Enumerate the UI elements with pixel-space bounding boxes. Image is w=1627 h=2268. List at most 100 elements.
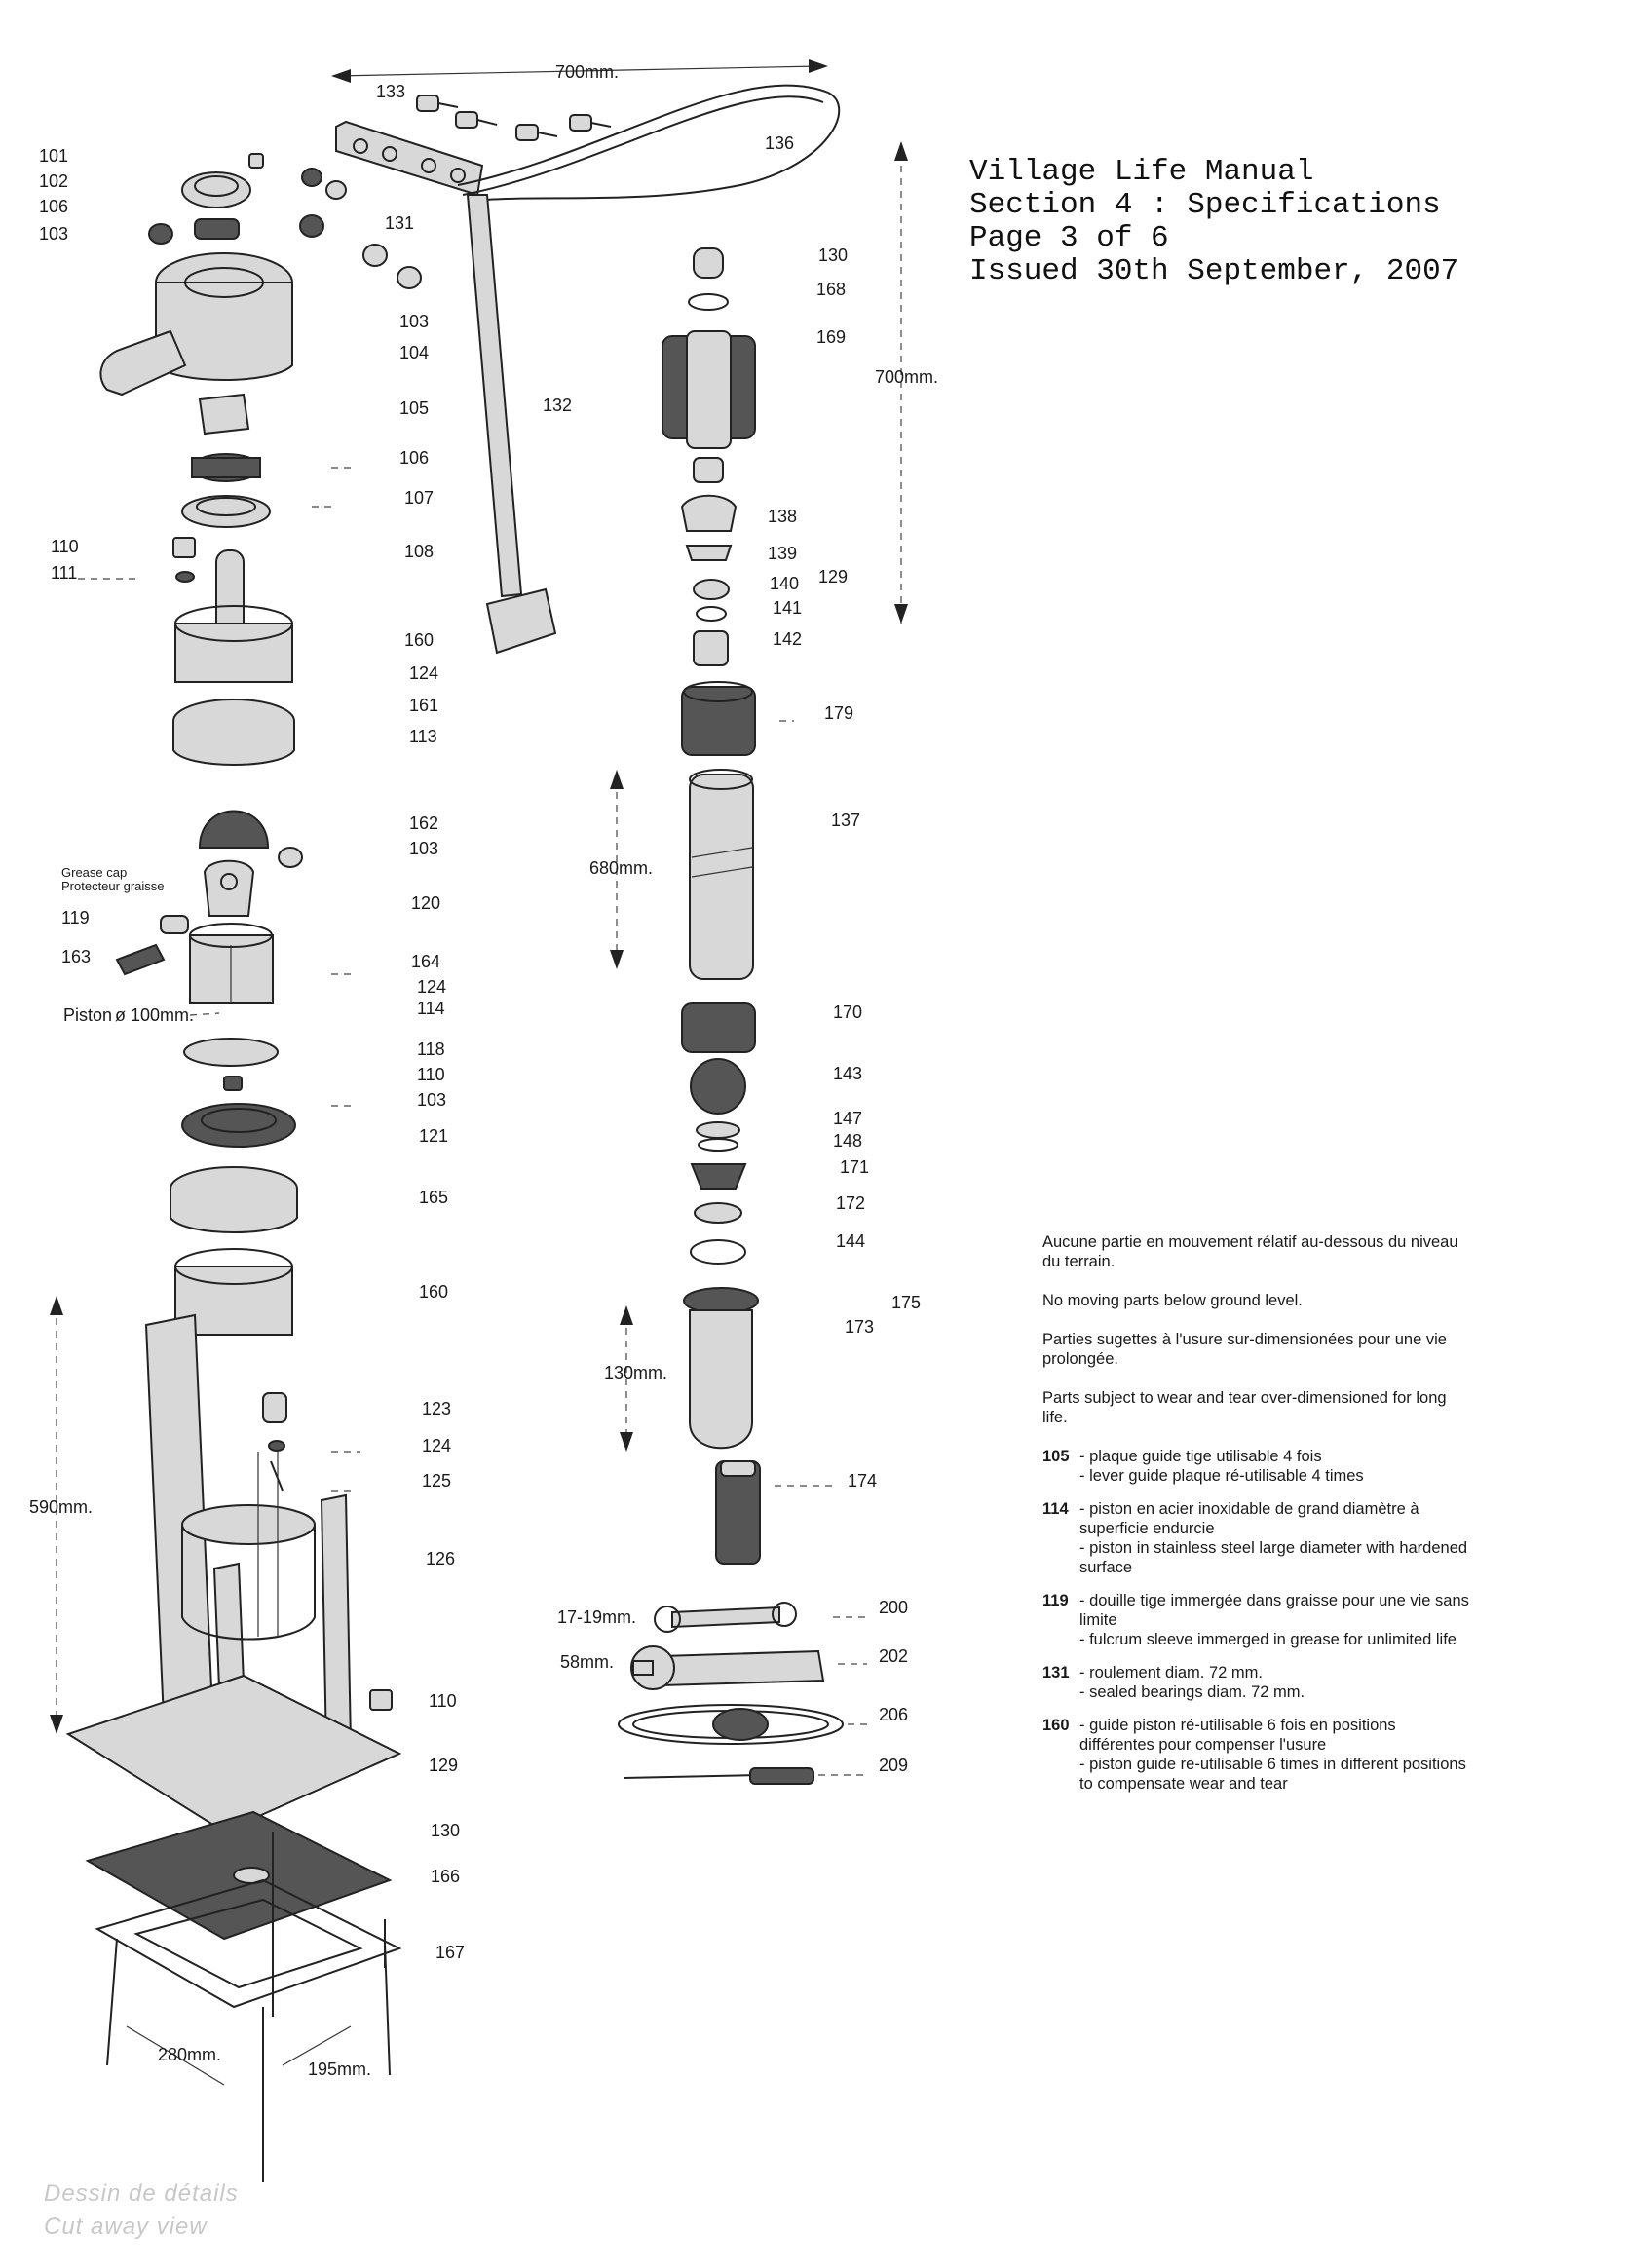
part-label: 170 [833,1002,862,1022]
spanner-small-icon [654,1602,797,1633]
part-label: 172 [836,1193,865,1213]
dim-base-depth: 195mm. [308,2060,371,2079]
caption-en: Cut away view [44,2213,208,2240]
pump-stand [65,1313,402,2182]
part-label: 120 [411,893,440,913]
note-item: 160 - guide piston ré-utilisable 6 fois … [1042,1716,1471,1794]
part-label: 119 [61,908,90,927]
note-item-en: - sealed bearings diam. 72 mm. [1079,1683,1305,1701]
part-label: 132 [543,396,572,415]
note-item-number: 160 [1042,1717,1070,1734]
dim-cylinder-length: 680mm. [589,858,653,878]
part-label: 137 [831,811,860,830]
part-label: 174 [848,1471,877,1491]
note-item-en: - piston guide re-utilisable 6 times in … [1079,1756,1466,1793]
part-label: 148 [833,1131,862,1151]
grease-cap-fr: Protecteur graisse [61,879,165,893]
part-label: 165 [419,1188,448,1207]
part-label: 123 [422,1399,451,1418]
part-label: 200 [879,1598,908,1617]
bearing-set-icon [299,168,422,289]
part-label: 166 [431,1867,460,1886]
note-item: 119 - douille tige immergée dans graisse… [1042,1591,1471,1649]
part-label: 139 [768,544,797,563]
part-label: 131 [385,213,414,233]
section-title: Section 4 : Specifications [969,188,1441,222]
part-label: 124 [417,977,446,997]
part-label: 107 [404,488,434,508]
part-label: 175 [891,1293,921,1312]
document-header: Village Life Manual Section 4 : Specific… [969,156,1515,288]
part-label: 168 [816,280,846,299]
part-label: 169 [816,327,846,347]
dim-riser-length: 700mm. [875,367,938,387]
part-label: 102 [39,171,68,191]
part-label: 129 [429,1756,458,1775]
part-label: 118 [417,1040,445,1059]
part-label: 113 [409,727,437,746]
part-label: 124 [409,663,438,683]
spanner-large-icon [630,1645,825,1690]
note-item-en: - fulcrum sleeve immerged in grease for … [1079,1631,1457,1648]
dim-base-width: 280mm. [158,2045,221,2064]
part-label: 167 [435,1943,465,1962]
drawing-caption: Dessin de détails Cut away view [44,2177,239,2244]
part-label: 136 [765,133,794,153]
rope-coil-icon [618,1704,844,1745]
part-labels: 101 102 106 103 133 136 131 103 104 105 … [39,82,921,1962]
part-label: 114 [417,999,445,1018]
part-label: 179 [824,703,853,723]
note-intro-fr: Aucune partie en mouvement rélatif au-de… [1042,1233,1458,1270]
part-label: 106 [39,197,68,216]
part-label: 141 [773,598,802,618]
part-label: 110 [429,1691,457,1711]
note-item-fr: - plaque guide tige utilisable 4 fois [1079,1448,1322,1465]
part-label: 171 [840,1157,869,1177]
leader-lines [78,467,867,1776]
caption-fr: Dessin de détails [44,2180,239,2207]
part-label: 101 [39,146,68,166]
note-wear-en: Parts subject to wear and tear over-dime… [1042,1389,1447,1426]
part-label: 147 [833,1109,862,1128]
part-label: 110 [51,537,79,556]
part-label: 121 [419,1126,448,1146]
part-label: 104 [399,343,429,362]
note-item: 114 - piston en acier inoxidable de gran… [1042,1499,1471,1577]
part-label: 138 [768,507,797,526]
stand-dimensions: 590mm. 280mm. 195mm. Piston ø 100mm. 17-… [29,865,636,2086]
page-number: Page 3 of 6 [969,221,1169,255]
note-item: 105 - plaque guide tige utilisable 4 foi… [1042,1447,1471,1486]
note-item-fr: - piston en acier inoxidable de grand di… [1079,1500,1419,1537]
part-label: 173 [845,1317,874,1337]
dim-foot-valve-length: 130mm. [604,1363,667,1382]
grease-cap-en: Grease cap [61,865,127,880]
part-label: 202 [879,1646,908,1666]
part-label: 103 [409,839,438,858]
note-item-number: 119 [1042,1592,1069,1609]
note-item-number: 105 [1042,1448,1070,1465]
part-label: 125 [422,1471,451,1491]
part-label: 142 [773,629,802,649]
part-label: 163 [61,947,91,966]
note-item-number: 114 [1042,1500,1069,1518]
note-item: 131 - roulement diam. 72 mm. - sealed be… [1042,1663,1471,1702]
specification-notes: Aucune partie en mouvement rélatif au-de… [1042,1232,1471,1807]
part-label: 160 [404,630,434,650]
part-label: 111 [51,563,77,583]
note-item-en: - lever guide plaque ré-utilisable 4 tim… [1079,1467,1364,1485]
note-item-en: - piston in stainless steel large diamet… [1079,1539,1468,1576]
part-label: 209 [879,1756,908,1775]
part-label: 103 [417,1090,446,1110]
part-label: 129 [818,567,848,586]
dim-handle-length: 700mm. [555,62,619,82]
part-label: 144 [836,1231,865,1251]
part-label: 110 [417,1065,445,1084]
part-label: 108 [404,542,434,561]
part-label: 103 [399,312,429,331]
note-item-number: 131 [1042,1664,1070,1682]
manual-title: Village Life Manual [969,155,1314,189]
note-item-fr: - guide piston ré-utilisable 6 fois en p… [1079,1717,1396,1754]
note-item-fr: - roulement diam. 72 mm. [1079,1664,1263,1682]
dim-spanner-small: 17-19mm. [557,1607,636,1627]
